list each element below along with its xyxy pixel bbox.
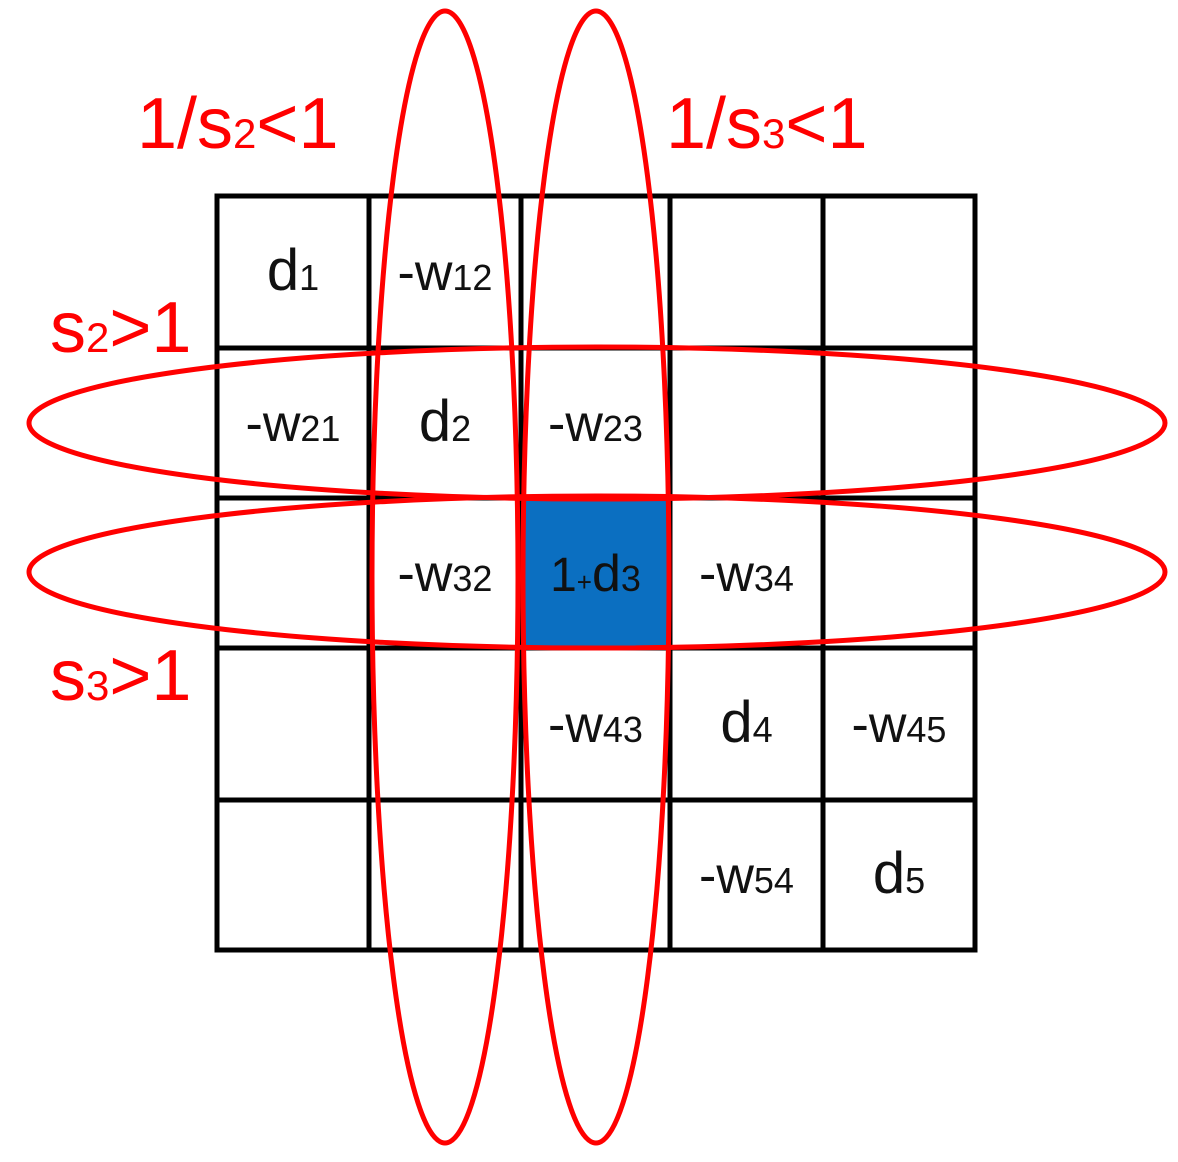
label-subscript: 2: [86, 314, 109, 361]
matrix-entry-r5c5: d5: [873, 841, 925, 906]
matrix-entry-r4c4: d4: [720, 690, 772, 755]
matrix-cell: [366, 495, 524, 651]
entry-subscript: 5: [905, 860, 925, 901]
matrix-entry-r2c1: -w21: [246, 395, 341, 453]
matrix-cell: [214, 193, 372, 351]
entry-subscript: 43: [603, 709, 643, 750]
entry-subscript: 4: [753, 709, 773, 750]
matrix-cell: [667, 797, 826, 953]
row-2-ellipse: [26, 344, 1168, 502]
matrix-cell: [214, 797, 372, 953]
label-subscript: 3: [762, 110, 785, 157]
matrix-cell: [518, 193, 673, 351]
entry-subscript: 1: [299, 257, 319, 298]
entry-symbol: -w: [398, 545, 453, 603]
entry-symbol: d: [267, 238, 299, 303]
matrix-cell: [518, 797, 673, 953]
entry-subscript: 3: [621, 558, 641, 599]
matrix-cell: [214, 645, 372, 803]
scaling-ellipses: [26, 8, 1168, 1146]
matrix-entry-r1c1: d1: [267, 238, 319, 303]
matrix-entry-r2c2: d2: [419, 389, 471, 454]
entry-subscript: 45: [906, 709, 946, 750]
label-prefix: s: [50, 288, 86, 368]
entry-subscript: 2: [451, 408, 471, 449]
entry-symbol: -w: [699, 847, 754, 905]
entry-subscript: 34: [754, 558, 794, 599]
entry-subscript: 12: [452, 257, 492, 298]
matrix-cell: [667, 345, 826, 501]
matrix-cell: [820, 495, 978, 651]
label-subscript: 2: [233, 110, 256, 157]
column-3-ellipse: [520, 8, 672, 1146]
matrix-cell: [366, 645, 524, 803]
entry-subscript: 21: [300, 408, 340, 449]
label-prefix: 1/s: [666, 84, 762, 164]
matrix-entry-r4c3: -w43: [548, 696, 643, 754]
matrix-entry-r1c2: -w12: [398, 244, 493, 302]
entry-symbol: -w: [246, 395, 301, 453]
matrix-cell: [820, 797, 978, 953]
row-3-scale-label: s3>1: [50, 636, 191, 716]
label-suffix: >1: [109, 636, 191, 716]
label-suffix: >1: [109, 288, 191, 368]
entry-symbol: d: [592, 545, 621, 603]
entry-symbol: d: [873, 841, 905, 906]
matrix-cell: [214, 495, 372, 651]
entry-symbol: d: [419, 389, 451, 454]
label-prefix: s: [50, 636, 86, 716]
matrix-entry-r2c3: -w23: [548, 395, 643, 453]
matrix-entry-r3c3: 1+d3: [550, 545, 641, 603]
entry-subscript: 32: [452, 558, 492, 599]
entry-symbol: -w: [548, 395, 603, 453]
label-suffix: <1: [256, 84, 338, 164]
label-prefix: 1/s: [137, 84, 233, 164]
entry-plus: +: [577, 567, 592, 597]
entry-symbol: d: [720, 690, 752, 755]
entry-subscript: 23: [603, 408, 643, 449]
column-3-scale-label: 1/s3<1: [666, 84, 868, 164]
column-2-ellipse: [369, 8, 521, 1146]
entry-subscript: 54: [754, 860, 794, 901]
entry-symbol: -w: [852, 696, 907, 754]
label-subscript: 3: [86, 662, 109, 709]
matrix-cell: [667, 193, 826, 351]
label-suffix: <1: [785, 84, 867, 164]
matrix-entry-r4c5: -w45: [852, 696, 947, 754]
entry-symbol: -w: [398, 244, 453, 302]
matrix-cell: [820, 193, 978, 351]
column-2-scale-label: 1/s2<1: [137, 84, 339, 164]
matrix-entry-r5c4: -w54: [699, 847, 794, 905]
matrix-cell: [820, 645, 978, 803]
matrix-entry-r3c4: -w34: [699, 545, 794, 603]
matrix-entry-r3c2: -w32: [398, 545, 493, 603]
row-2-scale-label: s2>1: [50, 288, 191, 368]
entry-symbol: -w: [699, 545, 754, 603]
entry-symbol: -w: [548, 696, 603, 754]
row-3-ellipse: [26, 493, 1168, 651]
matrix-cell: [820, 345, 978, 501]
entry-constant: 1: [550, 549, 577, 602]
matrix-cell: [366, 797, 524, 953]
